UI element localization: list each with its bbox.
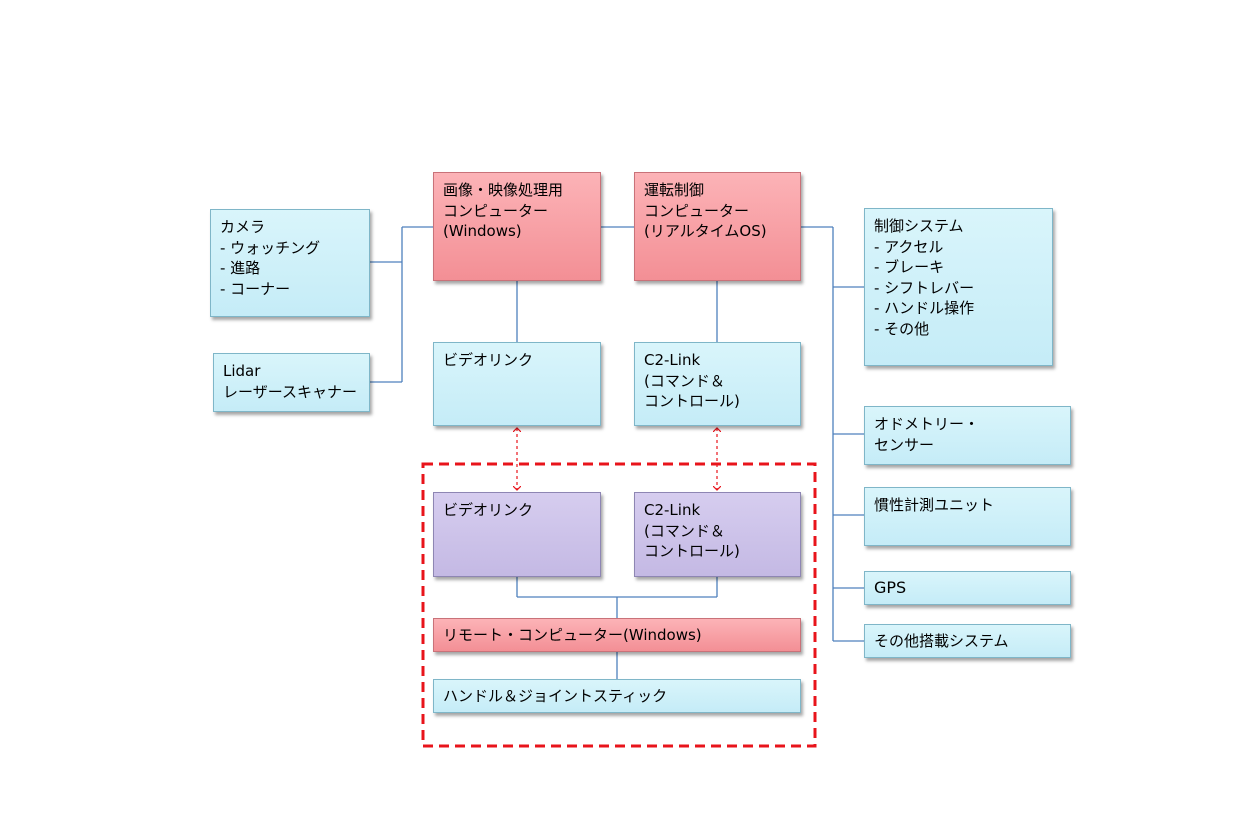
- gps-box: GPS: [864, 571, 1071, 605]
- vehicle-c2-link: C2-Link (コマンド＆ コントロール): [634, 342, 801, 426]
- remote-c2-link: C2-Link (コマンド＆ コントロール): [634, 492, 801, 577]
- remote-video-link: ビデオリンク: [433, 492, 601, 577]
- drive-control-computer: 運転制御 コンピューター (リアルタイムOS): [634, 172, 801, 281]
- handle-joystick: ハンドル＆ジョイントスティック: [433, 679, 801, 713]
- lidar-box: Lidar レーザースキャナー: [213, 353, 370, 412]
- vehicle-video-link: ビデオリンク: [433, 342, 601, 426]
- remote-computer: リモート・コンピューター(Windows): [433, 618, 801, 652]
- camera-box: カメラ - ウォッチング - 進路 - コーナー: [210, 209, 370, 317]
- other-systems-box: その他搭載システム: [864, 624, 1071, 658]
- control-system-box: 制御システム - アクセル - ブレーキ - シフトレバー - ハンドル操作 -…: [864, 208, 1053, 366]
- imu-box: 慣性計測ユニット: [864, 487, 1071, 546]
- odometry-sensor-box: オドメトリー・ センサー: [864, 406, 1071, 465]
- remote-station-boundary: [421, 462, 817, 748]
- image-processing-computer: 画像・映像処理用 コンピューター (Windows): [433, 172, 601, 281]
